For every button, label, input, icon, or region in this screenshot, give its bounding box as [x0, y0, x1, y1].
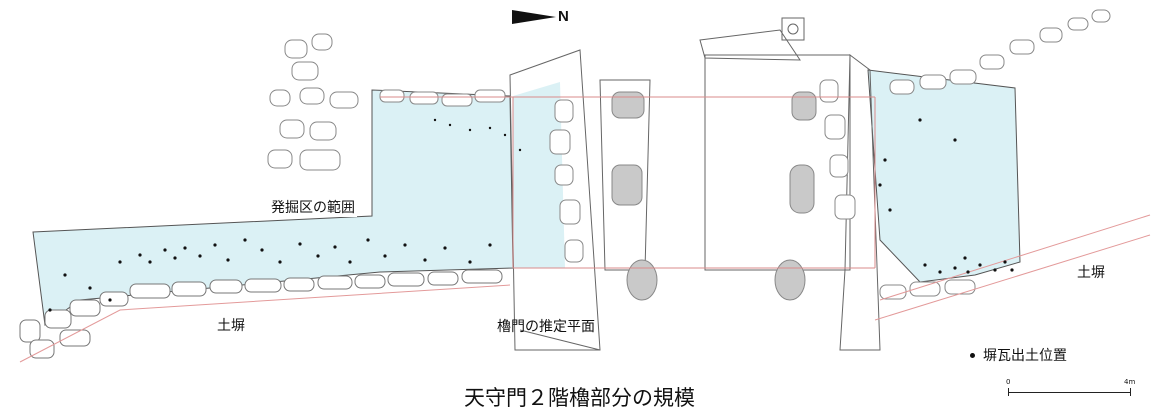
earthen-wall-label-left: 土塀 — [217, 318, 245, 334]
gate-plan-label: 櫓門の推定平面 — [497, 319, 595, 335]
roof-tile-dots — [48, 118, 1014, 312]
excavation-area — [32, 69, 1021, 326]
scale-line — [1008, 392, 1130, 393]
scale-tick — [1130, 388, 1131, 396]
earthen-wall-label-right: 土塀 — [1077, 265, 1105, 281]
gate-stones — [549, 9, 1111, 300]
legend: 塀瓦出土位置 — [970, 345, 1067, 365]
stone-wall-lower — [19, 269, 503, 359]
excavation-area-label: 発掘区の範囲 — [269, 197, 357, 217]
scale-bar: 0 4m — [1000, 378, 1140, 402]
legend-dot-icon — [970, 352, 975, 358]
figure-caption: 天守門２階櫓部分の規模 — [464, 386, 695, 410]
pillar-footings — [611, 91, 817, 301]
north-label: N — [558, 8, 569, 25]
scale-start: 0 — [1006, 378, 1011, 386]
scale-end: 4m — [1124, 378, 1136, 386]
north-arrow-icon — [512, 9, 556, 24]
stone-cluster-upper — [267, 33, 506, 171]
earthen-wall-lines — [19, 214, 1151, 363]
scale-tick — [1008, 388, 1009, 396]
estimated-gate-plan — [380, 96, 876, 269]
legend-text: 塀瓦出土位置 — [983, 348, 1067, 364]
north-indicator: N — [512, 8, 569, 25]
